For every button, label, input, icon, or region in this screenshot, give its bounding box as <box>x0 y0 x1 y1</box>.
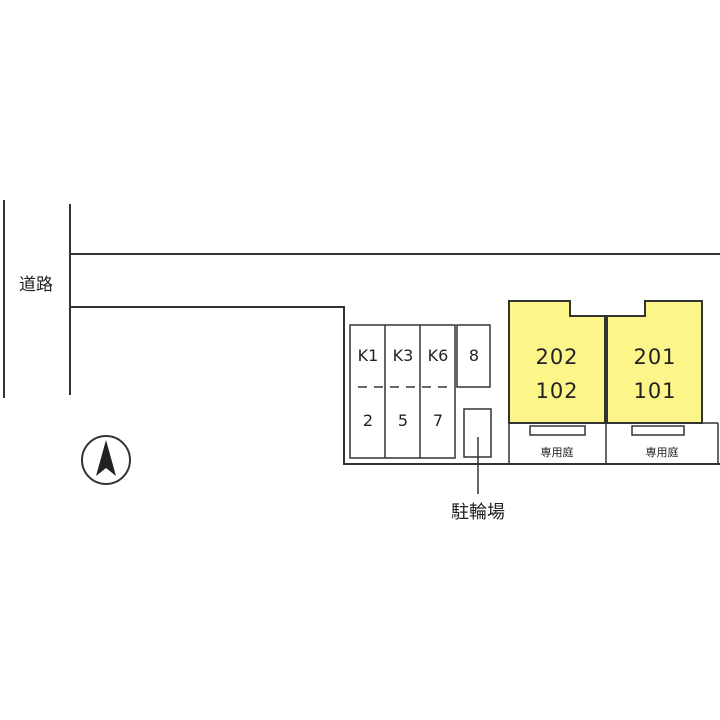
parking-stall-8 <box>456 324 491 388</box>
parking-label: 5 <box>398 411 408 430</box>
balcony <box>529 425 586 436</box>
parking-label: K3 <box>393 346 414 365</box>
unit-number: 201 <box>633 345 676 369</box>
unit-number: 102 <box>535 379 578 403</box>
north-arrow-icon <box>81 435 131 485</box>
bicycle-parking-label: 駐輪場 <box>451 502 505 523</box>
parking-label: 2 <box>363 411 373 430</box>
site-boundary-lower <box>70 306 720 465</box>
private-garden-area <box>508 422 719 464</box>
parking-label: K6 <box>428 346 449 365</box>
building-right <box>606 300 703 424</box>
balcony <box>631 425 685 436</box>
unit-number: 101 <box>633 379 676 403</box>
parking-block <box>349 324 456 459</box>
parking-area <box>349 324 491 459</box>
unit-number: 202 <box>535 345 578 369</box>
private-garden-label: 専用庭 <box>646 445 679 459</box>
private-garden-label: 専用庭 <box>541 445 574 459</box>
parking-label: 7 <box>433 411 443 430</box>
road-label: 道路 <box>19 275 53 295</box>
parking-label: K1 <box>358 346 379 365</box>
parking-label: 8 <box>469 346 479 365</box>
